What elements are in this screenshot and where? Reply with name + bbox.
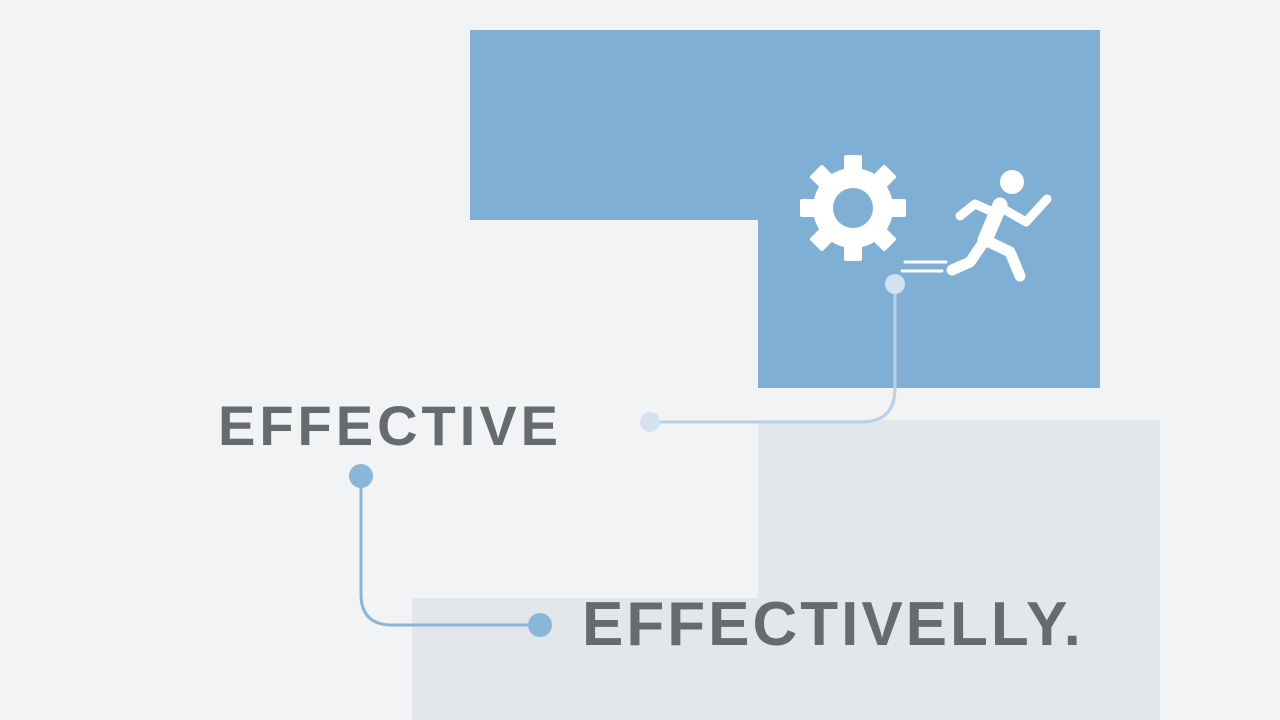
connector-dot-top-word (640, 412, 660, 432)
gray-block-right (758, 420, 1160, 720)
blue-block-lower (758, 220, 1100, 388)
running-person-icon (946, 170, 1052, 282)
connector-line-bottom (359, 476, 540, 627)
connector-dot-under-top-word (349, 464, 373, 488)
connector-line-top (650, 284, 897, 424)
motion-lines-icon (900, 260, 948, 273)
label-effective: EFFECTIVE (218, 394, 563, 457)
gear-icon (800, 155, 906, 261)
gray-block-left (412, 598, 758, 720)
blue-block-top (470, 30, 1100, 220)
connector-dot-runner (885, 274, 905, 294)
label-effectivelly: EFFECTIVELLY. (582, 590, 1084, 659)
connector-dot-bottom-word (528, 613, 552, 637)
